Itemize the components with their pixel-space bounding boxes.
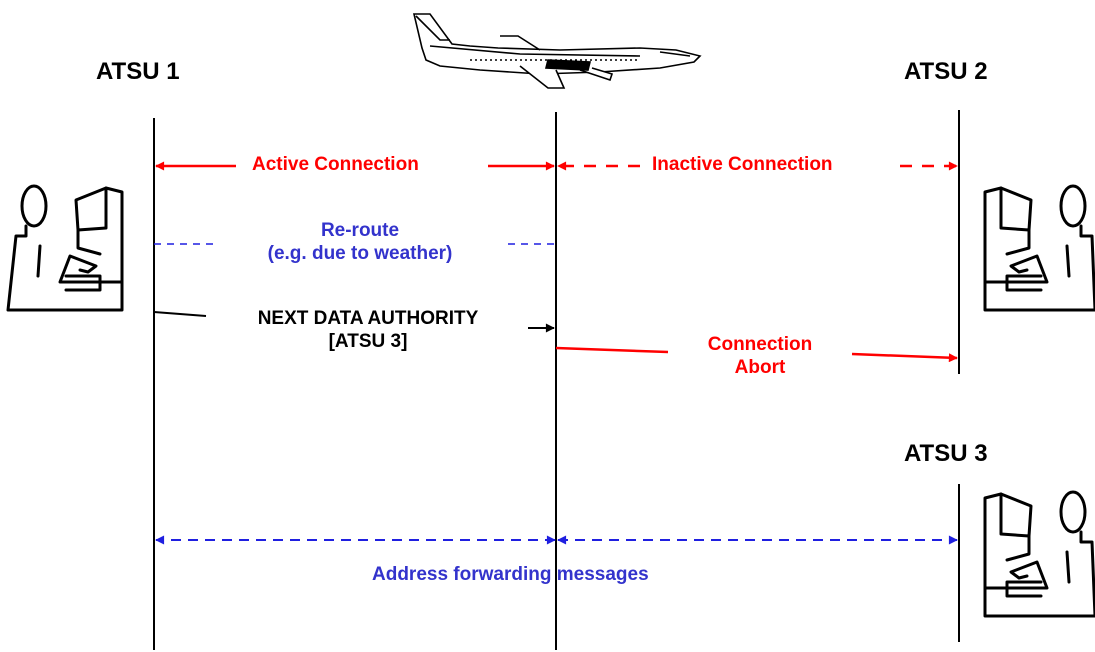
nda-line-1: NEXT DATA AUTHORITY xyxy=(257,308,479,329)
reroute-line-1: Re-route xyxy=(320,220,400,241)
next-data-authority-label: NEXT DATA AUTHORITY [ATSU 3] xyxy=(208,308,528,354)
reroute-label: Re-route (e.g. due to weather) xyxy=(215,220,505,266)
controller-icon xyxy=(6,184,124,312)
atsu2-title: ATSU 2 xyxy=(904,58,988,85)
nda-line-left xyxy=(153,311,207,317)
atsu3-title: ATSU 3 xyxy=(904,440,988,467)
inactive-connection-label: Inactive Connection xyxy=(652,154,833,175)
abort-arrow-right xyxy=(851,352,958,363)
atsu1-title: ATSU 1 xyxy=(96,58,180,85)
nda-line-2: [ATSU 3] xyxy=(328,330,408,352)
abort-line-left xyxy=(555,346,669,354)
reroute-line-2: (e.g. due to weather) xyxy=(267,242,453,264)
connection-abort-label: Connection Abort xyxy=(670,334,850,380)
abort-line-1: Connection xyxy=(707,334,813,355)
active-connection-label: Active Connection xyxy=(252,154,419,175)
address-forwarding-label: Address forwarding messages xyxy=(372,564,649,585)
abort-line-2: Abort xyxy=(734,356,786,378)
airplane-icon xyxy=(412,13,702,89)
controller-icon xyxy=(983,184,1095,312)
controller-icon xyxy=(983,490,1095,618)
